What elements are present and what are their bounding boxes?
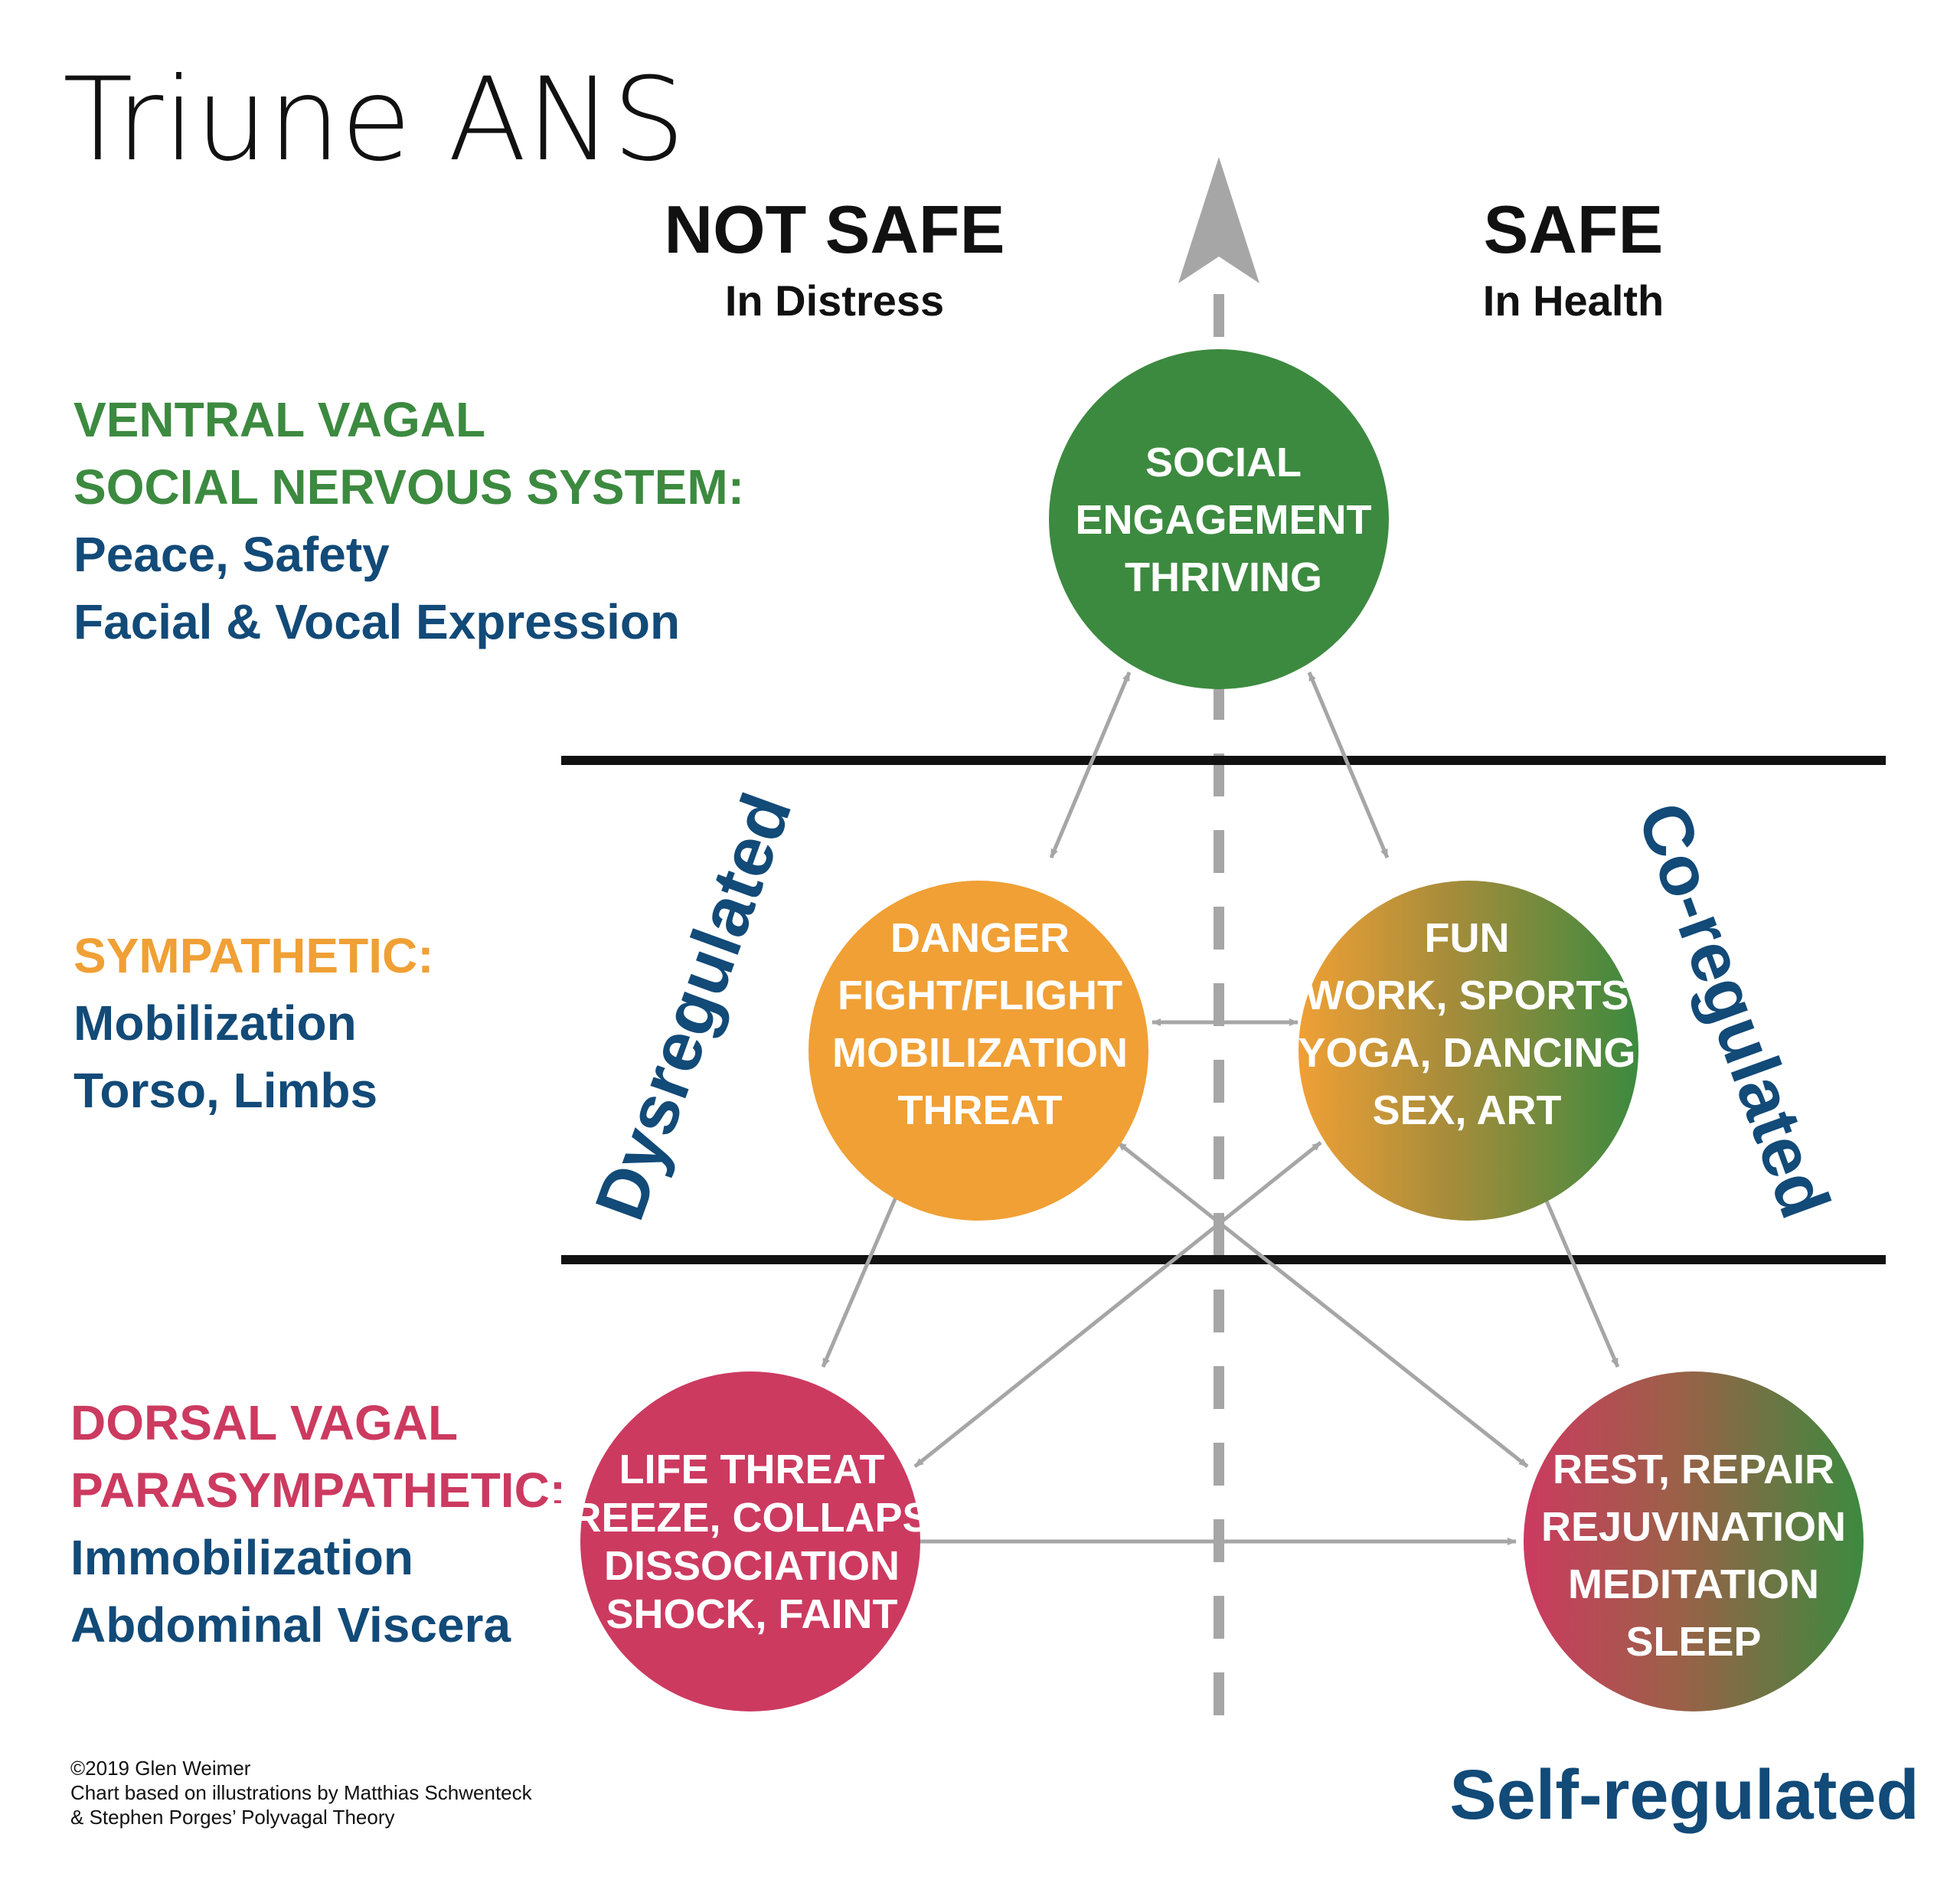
dorsal-line-4: Abdominal Viscera [70,1597,511,1653]
sympathetic-label: SYMPATHETIC: Mobilization Torso, Limbs [74,928,434,1118]
rest-line-1: REST, REPAIR [1553,1447,1834,1492]
social-engagement-text: SOCIAL ENGAGEMENT THRIVING [1075,440,1371,600]
not-safe-heading: NOT SAFE [665,191,1005,267]
fun-line-1: FUN [1425,915,1510,961]
danger-circle [808,881,1148,1221]
sympathetic-line-1: SYMPATHETIC: [74,928,434,983]
fun-text: FUN WORK, SPORTS YOGA, DANCING SEX, ART [1298,915,1635,1133]
in-distress-subheading: In Distress [725,276,944,325]
dorsal-line-2: PARASYMPATHETIC: [70,1463,566,1518]
safety-axis-arrowhead [1178,157,1259,283]
life-line-2: FREEZE, COLLAPSE [546,1495,957,1541]
fun-line-2: WORK, SPORTS [1305,973,1628,1018]
social-line-1: SOCIAL [1145,440,1302,485]
credit-line-2: Chart based on illustrations by Matthias… [70,1781,533,1804]
sympathetic-line-3: Torso, Limbs [74,1063,377,1118]
rest-repair-circle [1524,1371,1864,1711]
danger-line-2: FIGHT/FLIGHT [838,973,1122,1018]
coregulated-label: Co-regulated [1622,793,1844,1228]
social-line-3: THRIVING [1125,554,1322,600]
rest-line-3: MEDITATION [1568,1561,1819,1607]
danger-line-1: DANGER [890,915,1070,961]
dorsal-line-1: DORSAL VAGAL [70,1395,458,1450]
social-line-2: ENGAGEMENT [1075,497,1371,543]
life-line-4: SHOCK, FAINT [606,1591,897,1637]
dorsal-line-3: Immobilization [70,1530,413,1585]
rest-repair-text: REST, REPAIR REJUVINATION MEDITATION SLE… [1541,1447,1846,1665]
danger-text: DANGER FIGHT/FLIGHT MOBILIZATION THREAT [832,915,1128,1133]
fun-line-3: YOGA, DANCING [1298,1030,1635,1076]
fun-circle [1298,881,1638,1221]
life-threat-text: LIFE THREAT FREEZE, COLLAPSE DISSOCIATIO… [546,1447,957,1637]
arrow-danger-lifethreat [821,1182,904,1368]
selfregulated-label: Self-regulated [1449,1756,1919,1834]
page-title: Triune ANS [63,54,685,187]
connector-arrows [821,672,1620,1545]
life-line-1: LIFE THREAT [619,1447,885,1492]
credit-line-3: & Stephen Porges’ Polyvagal Theory [70,1806,394,1829]
ventral-line-2: SOCIAL NERVOUS SYSTEM: [74,459,744,515]
social-engagement-circle [1049,349,1389,689]
danger-line-4: THREAT [898,1087,1063,1133]
sympathetic-line-2: Mobilization [74,995,357,1051]
ventral-line-3: Peace, Safety [74,527,390,582]
credit-line-1: ©2019 Glen Weimer [70,1757,251,1780]
rest-line-2: REJUVINATION [1541,1504,1846,1550]
life-threat-circle [580,1371,920,1711]
ventral-vagal-label: VENTRAL VAGAL SOCIAL NERVOUS SYSTEM: Pea… [74,392,744,649]
dorsal-vagal-label: DORSAL VAGAL PARASYMPATHETIC: Immobiliza… [70,1395,566,1653]
arrow-social-fun [1307,672,1390,858]
fun-line-4: SEX, ART [1372,1087,1561,1133]
safe-heading: SAFE [1484,191,1664,267]
ventral-line-4: Facial & Vocal Expression [74,594,680,649]
rest-line-4: SLEEP [1625,1619,1761,1665]
arrow-danger-rest [1116,1141,1529,1468]
danger-line-3: MOBILIZATION [832,1030,1128,1076]
in-health-subheading: In Health [1483,276,1664,325]
dysregulated-label: Dysregulated [580,783,806,1230]
life-line-3: DISSOCIATION [604,1543,900,1589]
ventral-line-1: VENTRAL VAGAL [74,392,485,447]
arrow-social-danger [1049,672,1132,858]
credits: ©2019 Glen Weimer Chart based on illustr… [70,1757,533,1829]
arrow-fun-rest [1537,1182,1620,1368]
